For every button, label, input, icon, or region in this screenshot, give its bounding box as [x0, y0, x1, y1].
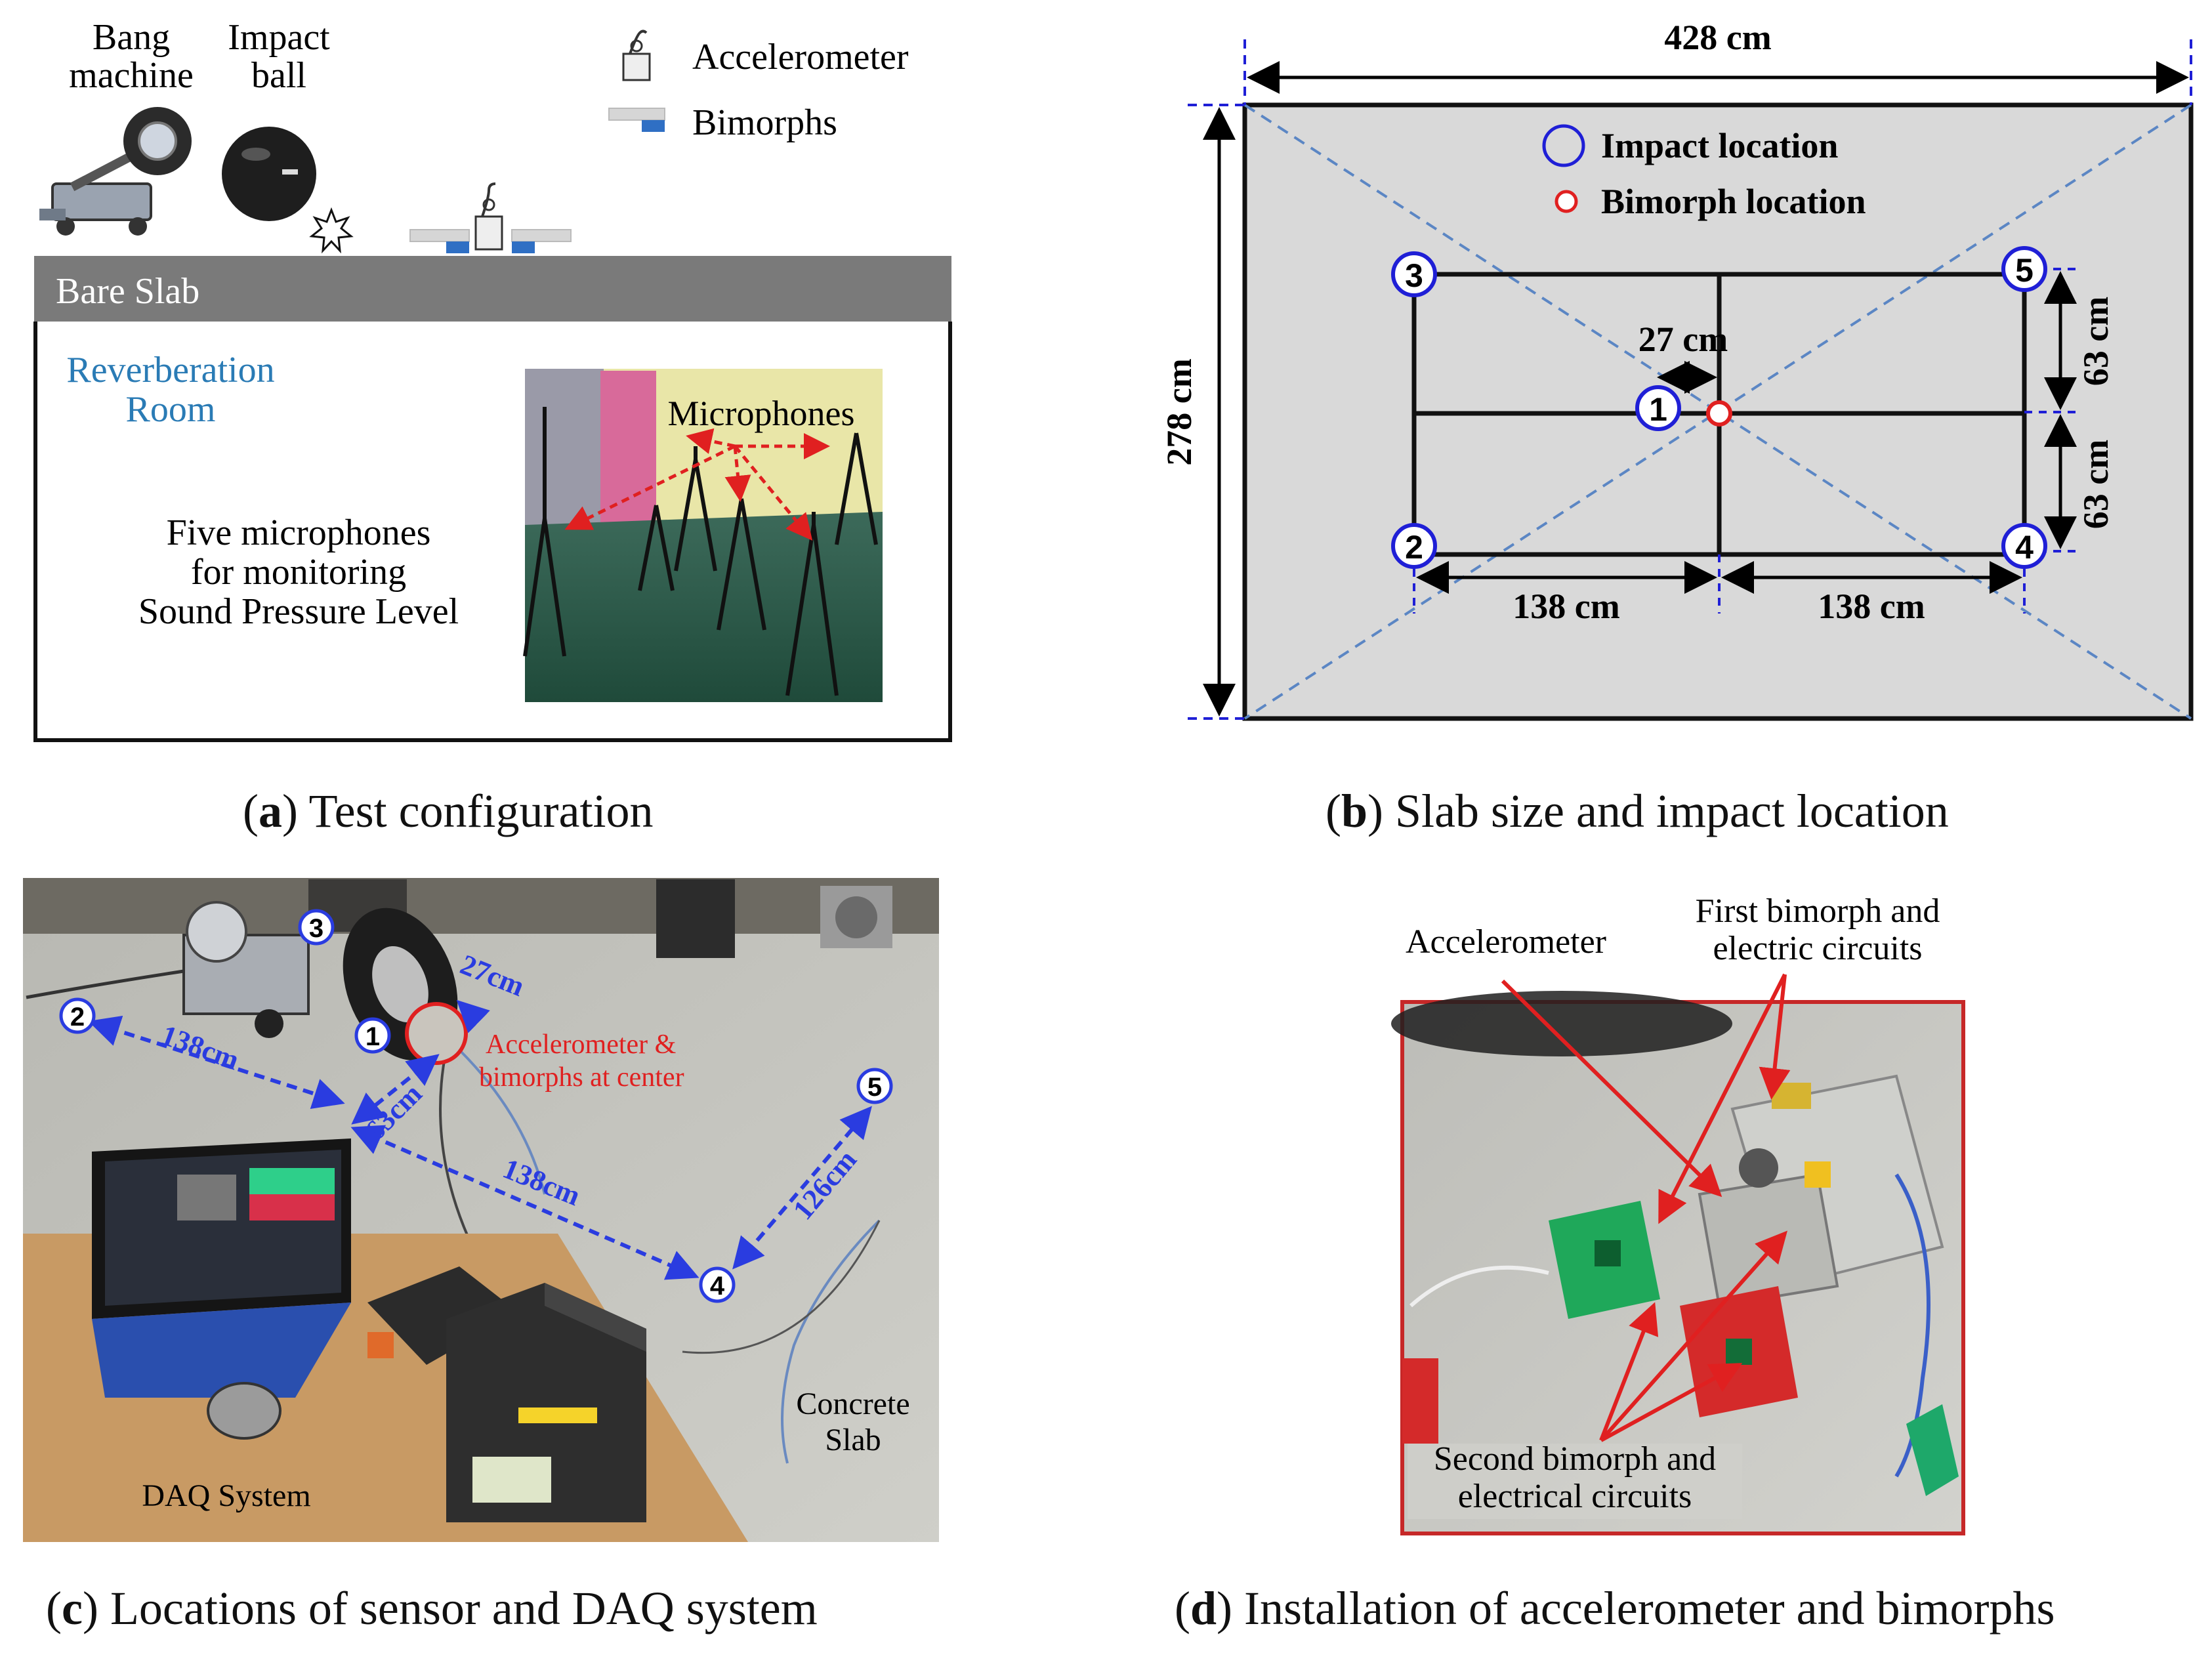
mic-desc-line1: Five microphones [167, 512, 431, 553]
photo-point-1-label: 1 [365, 1022, 380, 1051]
mic-desc-line3: Sound Pressure Level [138, 591, 459, 632]
mic-desc-line2: for monitoring [191, 552, 406, 593]
photo-point-4: 4 [699, 1266, 736, 1303]
photo-point-5-label: 5 [867, 1073, 882, 1102]
photo-point-2: 2 [59, 997, 96, 1034]
reverberation-room-outline [33, 322, 952, 742]
impact-star-icon [309, 207, 354, 254]
microphones-photo-label: Microphones [668, 394, 855, 433]
legend-impact-label: Impact location [1601, 126, 1838, 165]
caption-a: (a) Test configuration [243, 785, 654, 837]
dist-1-4-arrow [350, 1125, 699, 1280]
panel-c-sensor-daq-photo: 138cm 27cm 63cm 138cm 126cm Acceleromete… [23, 878, 939, 1542]
spacing-y-bottom-label: 63 cm [2076, 440, 2116, 529]
photo-point-3-label: 3 [309, 914, 323, 943]
offset-label: 27 cm [1638, 320, 1728, 359]
legend-accelerometer-label: Accelerometer [692, 37, 909, 77]
sensor-cluster-icon [409, 182, 572, 253]
legend-bimorphs: Bimorphs [608, 102, 837, 143]
impact-ball-icon [222, 127, 316, 221]
impact-point-1-label: 1 [1649, 391, 1667, 428]
caption-c-letter: c [61, 1582, 83, 1635]
impact-point-2: 2 [1391, 523, 1437, 569]
impact-point-2-label: 2 [1405, 529, 1423, 566]
bang-machine-label-line2: machine [69, 55, 194, 96]
panel-a-test-configuration: Bang machine Impact ball [33, 17, 952, 742]
pointer-first-bimorph-a [1658, 973, 1787, 1224]
room-label-line2: Room [126, 389, 216, 430]
bang-machine-icon [39, 107, 192, 236]
center-label-line2: bimorphs at center [479, 1062, 684, 1093]
dist-4-5-arrow [732, 1106, 872, 1270]
caption-b-letter: b [1341, 785, 1368, 837]
bare-slab-bar [34, 256, 951, 322]
microphones-photo: Microphones [523, 369, 883, 702]
caption-c: (c) Locations of sensor and DAQ system [46, 1582, 818, 1635]
daq-device-icon [367, 1266, 646, 1522]
spacing-x-right-label: 138 cm [1818, 587, 1925, 626]
panel-d-first-bimorph-line2: electric circuits [1713, 930, 1922, 967]
caption-d-letter: d [1190, 1582, 1217, 1635]
diagonal-1 [1243, 104, 2192, 720]
photo-point-4-label: 4 [710, 1272, 725, 1301]
photo-point-1: 1 [354, 1017, 391, 1054]
pointer-first-bimorph-b [1759, 974, 1791, 1100]
panel-d-second-bimorph-line1: Second bimorph and [1434, 1440, 1716, 1478]
panel-d-first-bimorph-line1: First bimorph and [1696, 892, 1940, 930]
caption-b: (b) Slab size and impact location [1325, 785, 1949, 837]
impact-point-5: 5 [2001, 246, 2047, 292]
bare-slab-label: Bare Slab [56, 271, 199, 312]
pointer-accelerometer [1501, 979, 1722, 1198]
dist-vertical-arrow [351, 1054, 440, 1125]
pointer-second-bimorph-c [1600, 1363, 1743, 1442]
center-sensor-highlight [405, 1002, 468, 1065]
caption-b-text: Slab size and impact location [1383, 785, 1949, 837]
caption-c-text: Locations of sensor and DAQ system [98, 1582, 818, 1635]
panel-b-slab-size: 428 cm 278 cm Impact location Bimorph lo… [1159, 18, 2194, 721]
laptop-icon [92, 1138, 351, 1398]
impact-point-4: 4 [2001, 523, 2047, 569]
pointer-second-bimorph-a [1599, 1302, 1659, 1442]
panel-d-second-bimorph-line2: electrical circuits [1458, 1478, 1692, 1515]
panel-d-accelerometer-label: Accelerometer [1406, 923, 1606, 961]
caption-a-text: Test configuration [297, 785, 654, 837]
impact-ball-label-line1: Impact [228, 17, 330, 58]
concrete-label-line1: Concrete [796, 1387, 909, 1421]
photo-point-5: 5 [856, 1068, 893, 1104]
daq-label: DAQ System [142, 1478, 310, 1513]
mouse-icon [207, 1382, 282, 1440]
impact-point-5-label: 5 [2015, 252, 2034, 289]
bang-machine-label-line1: Bang [93, 17, 170, 58]
caption-d-text: Installation of accelerometer and bimorp… [1232, 1582, 2055, 1635]
pointer-second-bimorph-b [1599, 1230, 1787, 1442]
photo-point-2-label: 2 [70, 1003, 85, 1032]
height-dim-label: 278 cm [1159, 358, 1199, 465]
legend-bimorph-icon [1555, 190, 1578, 213]
width-dim-label: 428 cm [1664, 18, 1771, 57]
legend-accelerometer: Accelerometer [622, 30, 909, 81]
legend-impact-icon [1542, 124, 1585, 167]
spacing-y-top-label: 63 cm [2076, 297, 2116, 386]
center-label-line1: Accelerometer & [486, 1030, 676, 1060]
legend-bimorphs-label: Bimorphs [692, 102, 837, 143]
impact-point-3: 3 [1391, 251, 1437, 297]
bimorph-location-marker [1706, 400, 1732, 427]
spacing-x-left-label: 138 cm [1513, 587, 1619, 626]
photo-point-3: 3 [298, 909, 335, 946]
caption-a-letter: a [258, 785, 282, 837]
impact-point-4-label: 4 [2015, 529, 2034, 566]
room-label-line1: Reverberation [66, 350, 274, 390]
diagonal-2 [1243, 104, 2192, 720]
legend-bimorph-label: Bimorph location [1601, 182, 1866, 221]
impact-point-1: 1 [1635, 385, 1681, 431]
dist-2-1-arrow [88, 1015, 345, 1110]
impact-ball-label-line2: ball [251, 55, 306, 96]
concrete-label-line2: Slab [825, 1423, 881, 1457]
impact-point-3-label: 3 [1405, 257, 1423, 294]
caption-d: (d) Installation of accelerometer and bi… [1175, 1582, 2055, 1635]
panel-d-installation: Accelerometer First bimorph and electric… [1391, 892, 1965, 1535]
